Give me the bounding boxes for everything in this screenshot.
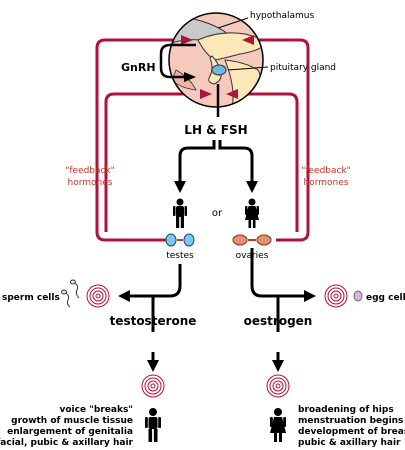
female-effect-item: broadening of hips bbox=[298, 405, 394, 415]
arrow-to-male bbox=[174, 181, 186, 193]
feedback-loop-left-outer bbox=[95, 38, 183, 242]
female-effect-item: pubic & axillary hair bbox=[298, 438, 401, 448]
gnrh-label: GnRH bbox=[121, 61, 156, 74]
feedback-label-left-1: "feedback" bbox=[65, 166, 115, 176]
male-effect-item: growth of muscle tissue bbox=[11, 416, 133, 426]
female-figure-icon bbox=[245, 198, 259, 228]
target-rings-sperm-icon bbox=[86, 284, 110, 308]
male-figure-bottom-icon bbox=[145, 408, 161, 442]
or-label: or bbox=[212, 208, 223, 219]
gnrh-loop bbox=[159, 43, 196, 79]
arrow-hypothalamus-left bbox=[181, 35, 193, 45]
ovaries-icon bbox=[232, 234, 272, 246]
male-effect-item: facial, pubic & axillary hair bbox=[0, 438, 134, 448]
female-effect-item: development of breasts bbox=[298, 427, 405, 437]
sperm-cells-icon bbox=[61, 279, 80, 308]
arrow-to-male-target bbox=[147, 360, 159, 372]
egg-cell-label: egg cell bbox=[366, 293, 405, 303]
male-effects-list: voice "breaks" growth of muscle tissue e… bbox=[0, 405, 134, 448]
male-figure-icon bbox=[173, 198, 187, 228]
lh-fsh-branch bbox=[178, 140, 254, 183]
feedback-label-left-2: hormones bbox=[68, 178, 113, 188]
female-effect-item: menstruation begins bbox=[298, 416, 403, 426]
female-effects-list: broadening of hips menstruation begins d… bbox=[298, 405, 405, 448]
pituitary-gland-label: pituitary gland bbox=[270, 63, 336, 73]
testes-icon bbox=[165, 233, 195, 247]
male-pathway bbox=[128, 264, 182, 362]
oestrogen-label: oestrogen bbox=[244, 314, 313, 328]
target-rings-egg-icon bbox=[324, 284, 348, 308]
arrow-to-female bbox=[246, 181, 258, 193]
arrow-pituitary-left bbox=[200, 89, 212, 99]
lh-fsh-label: LH & FSH bbox=[184, 123, 247, 137]
female-figure-bottom-icon bbox=[270, 408, 286, 442]
testosterone-label: testosterone bbox=[110, 314, 197, 328]
arrow-to-egg bbox=[304, 290, 316, 302]
arrow-to-sperm bbox=[118, 290, 130, 302]
feedback-label-right-2: hormones bbox=[304, 178, 349, 188]
feedback-label-right-1: "feedback" bbox=[301, 166, 351, 176]
target-rings-female-icon bbox=[266, 374, 290, 398]
feedback-loops bbox=[95, 38, 310, 242]
hypothalamus-label: hypothalamus bbox=[250, 11, 314, 21]
female-pathway bbox=[250, 248, 306, 362]
target-rings-male-icon bbox=[141, 374, 165, 398]
male-effect-item: enlargement of genitalia bbox=[7, 427, 133, 437]
arrow-to-female-target bbox=[272, 360, 284, 372]
sperm-cells-label: sperm cells bbox=[2, 293, 60, 303]
feedback-arrowheads bbox=[181, 35, 254, 99]
pituitary-gland-shape bbox=[211, 64, 227, 76]
arrow-hypothalamus-right bbox=[242, 35, 254, 45]
male-effect-item: voice "breaks" bbox=[60, 405, 134, 415]
feedback-loop-left-inner bbox=[104, 92, 205, 232]
egg-cell-icon bbox=[353, 290, 363, 302]
testes-label: testes bbox=[166, 251, 194, 261]
gnrh-arrowhead bbox=[184, 72, 196, 82]
arrow-pituitary-right bbox=[226, 89, 238, 99]
feedback-loop-right-inner bbox=[232, 92, 299, 232]
